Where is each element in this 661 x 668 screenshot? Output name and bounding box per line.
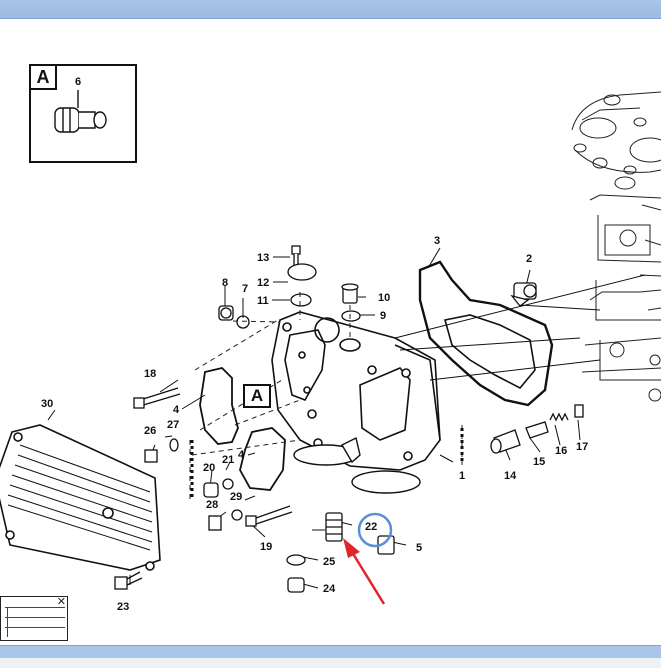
label-25: 25 (323, 556, 335, 568)
bottom-strip (0, 658, 661, 668)
top-window-bar (0, 0, 661, 19)
label-28: 28 (206, 499, 218, 511)
label-22: 22 (365, 521, 377, 533)
engine-block-outline (571, 91, 661, 402)
filter-flanges (293, 436, 421, 494)
label-1: 1 (459, 470, 465, 482)
label-8: 8 (222, 277, 228, 289)
mini-window-row (5, 607, 65, 608)
label-15: 15 (533, 456, 545, 468)
gasket-3 (418, 260, 554, 407)
oil-cooler-30 (0, 424, 161, 571)
label-24: 24 (323, 583, 336, 595)
gasket-4-lower (239, 427, 286, 491)
label-19: 19 (260, 541, 272, 553)
detail-part-number: 6 (75, 76, 82, 88)
label-4-lower: 4 (238, 449, 245, 461)
leader-lines (47, 247, 646, 589)
detail-a-letter: A (31, 66, 57, 90)
label-29: 29 (230, 491, 242, 503)
close-icon[interactable]: ✕ (56, 596, 66, 608)
label-12: 12 (257, 277, 269, 289)
label-9: 9 (380, 310, 386, 322)
label-26: 26 (144, 425, 156, 437)
thick-dash-brackets (190, 428, 464, 498)
label-16: 16 (555, 445, 567, 457)
mini-window: ✕ (0, 596, 68, 641)
gasket-4-upper (199, 367, 239, 445)
mini-window-divider (7, 607, 8, 637)
detail-a-callout[interactable]: A (243, 384, 271, 408)
label-14: 14 (504, 470, 517, 482)
oil-filter-housing (271, 311, 441, 471)
mini-window-row (5, 617, 65, 618)
label-21: 21 (222, 454, 234, 466)
label-3: 3 (434, 235, 440, 247)
red-arrow (343, 538, 386, 605)
label-27: 27 (167, 419, 179, 431)
mini-window-row (5, 627, 65, 628)
part-labels: 1 2 3 4 4 5 7 8 9 10 11 12 13 14 15 16 1… (41, 235, 588, 613)
bottom-window-bar (0, 645, 661, 658)
gasket-3-inner (443, 314, 536, 390)
label-20: 20 (203, 462, 215, 474)
label-30: 30 (41, 398, 53, 410)
label-7: 7 (242, 283, 248, 295)
label-2: 2 (526, 253, 532, 265)
label-17: 17 (576, 441, 588, 453)
label-5: 5 (416, 542, 422, 554)
label-23: 23 (117, 601, 129, 613)
label-11: 11 (257, 295, 269, 307)
detail-a-box: A 6 (29, 64, 137, 163)
highlight-circle (357, 512, 393, 548)
small-parts (114, 245, 584, 593)
label-10: 10 (378, 292, 390, 304)
detail-part-6 (54, 90, 107, 133)
label-4-upper: 4 (173, 404, 180, 416)
label-18: 18 (144, 368, 156, 380)
label-13: 13 (257, 252, 269, 264)
